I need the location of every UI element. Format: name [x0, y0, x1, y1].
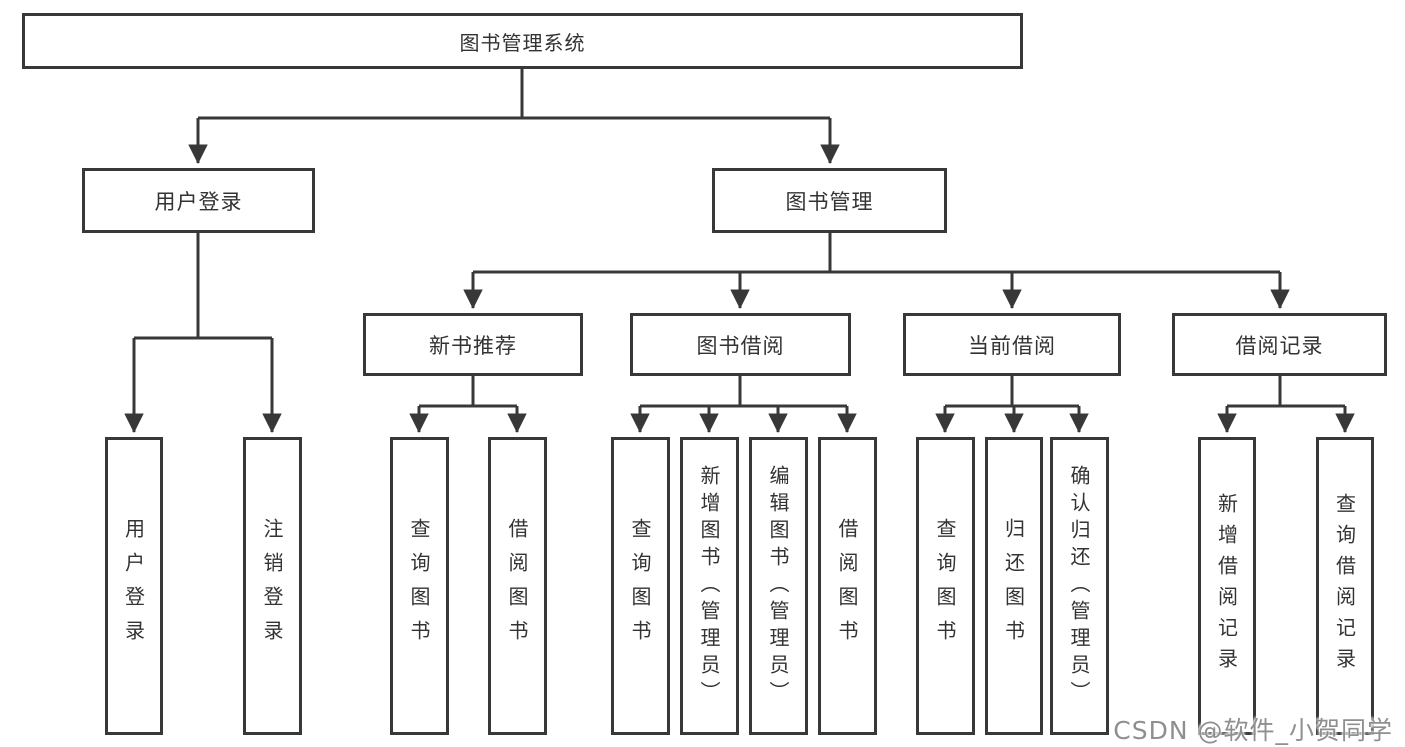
- leaf-records-add-record: 新增借阅记录: [1198, 437, 1256, 735]
- node-current-borrow: 当前借阅: [903, 313, 1121, 376]
- leaf-user-login: 用户登录: [105, 437, 163, 735]
- node-new-book-recommend: 新书推荐: [363, 313, 583, 376]
- leaf-current-return-books: 归还图书: [985, 437, 1043, 735]
- node-root: 图书管理系统: [22, 13, 1023, 69]
- leaf-records-query-record: 查询借阅记录: [1316, 437, 1374, 735]
- leaf-borrow-borrow-books: 借阅图书: [818, 437, 877, 735]
- leaf-current-query-books: 查询图书: [916, 437, 975, 735]
- node-book-borrow: 图书借阅: [630, 313, 851, 376]
- leaf-logout: 注销登录: [243, 437, 302, 735]
- node-borrow-records: 借阅记录: [1172, 313, 1387, 376]
- leaf-newbook-borrow-books: 借阅图书: [488, 437, 547, 735]
- leaf-newbook-query-books: 查询图书: [390, 437, 449, 735]
- leaf-borrow-add-books-admin: 新增图书（管理员）: [680, 437, 739, 735]
- leaf-current-confirm-return-admin: 确认归还（管理员）: [1050, 437, 1109, 735]
- leaf-borrow-edit-books-admin: 编辑图书（管理员）: [749, 437, 808, 735]
- node-book-management: 图书管理: [712, 168, 947, 233]
- leaf-borrow-query-books: 查询图书: [611, 437, 670, 735]
- node-user-login: 用户登录: [82, 168, 315, 233]
- csdn-watermark: CSDN @软件_小贺同学: [1113, 716, 1393, 745]
